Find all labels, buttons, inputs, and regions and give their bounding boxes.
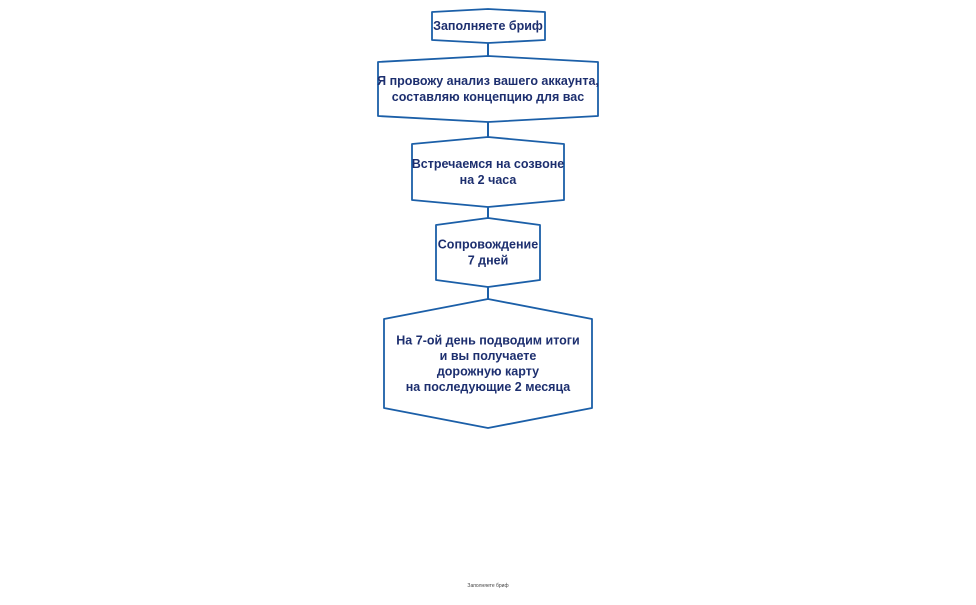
node-text-line: 7 дней <box>468 254 509 268</box>
text-segment: Сопровождение <box>438 238 538 252</box>
text-segment: часа <box>485 173 518 187</box>
text-segment: Заполняете бриф <box>433 19 543 33</box>
node-text-line: и вы получаете <box>440 349 537 363</box>
highlight-number: 7 <box>468 254 475 268</box>
text-segment: и вы получаете <box>440 349 537 363</box>
node-text-line: На 7-ой день подводим итоги <box>396 333 579 347</box>
node-text-line: на 2 часа <box>460 173 518 187</box>
footer-caption: Заполняете бриф <box>467 583 509 589</box>
hexagon-shape <box>377 55 599 123</box>
text-segment: на <box>460 173 478 187</box>
node-text-line: Сопровождение <box>438 238 538 252</box>
highlight-number: 2 <box>515 380 522 394</box>
text-segment: Встречаемся на созвоне <box>412 157 564 171</box>
text-segment: На <box>396 333 415 347</box>
node-text-line: Я провожу анализ вашего аккаунта, <box>377 74 599 88</box>
flow-node-1: Заполняете бриф <box>431 8 546 44</box>
hexagon-shape <box>411 136 565 208</box>
flow-node-2: Я провожу анализ вашего аккаунта, составл… <box>377 55 599 123</box>
flow-node-4: Сопровождение 7 дней <box>435 217 541 288</box>
node-text-line: дорожную карту <box>437 364 539 378</box>
text-segment: месяца <box>522 380 572 394</box>
hexagon-shape <box>383 298 593 429</box>
text-segment: составляю концепцию для вас <box>392 90 584 104</box>
text-segment: -ой день подводим итоги <box>423 333 580 347</box>
flow-node-3: Встречаемся на созвоне на 2 часа <box>411 136 565 208</box>
hexagon-shape <box>431 8 546 44</box>
text-segment: дорожную карту <box>437 364 539 378</box>
text-segment: на последующие <box>406 380 515 394</box>
flow-node-5: На 7-ой день подводим итоги и вы получает… <box>383 298 593 429</box>
text-segment: дней <box>475 254 509 268</box>
node-text-line: Заполняете бриф <box>433 19 543 33</box>
highlight-number: 7 <box>416 333 423 347</box>
node-text-line: составляю концепцию для вас <box>392 90 584 104</box>
hexagon-shape <box>435 217 541 288</box>
node-text-line: на последующие 2 месяца <box>406 380 572 394</box>
text-segment: Я провожу анализ вашего аккаунта, <box>377 74 599 88</box>
highlight-number: 2 <box>478 173 485 187</box>
node-text-line: Встречаемся на созвоне <box>412 157 564 171</box>
